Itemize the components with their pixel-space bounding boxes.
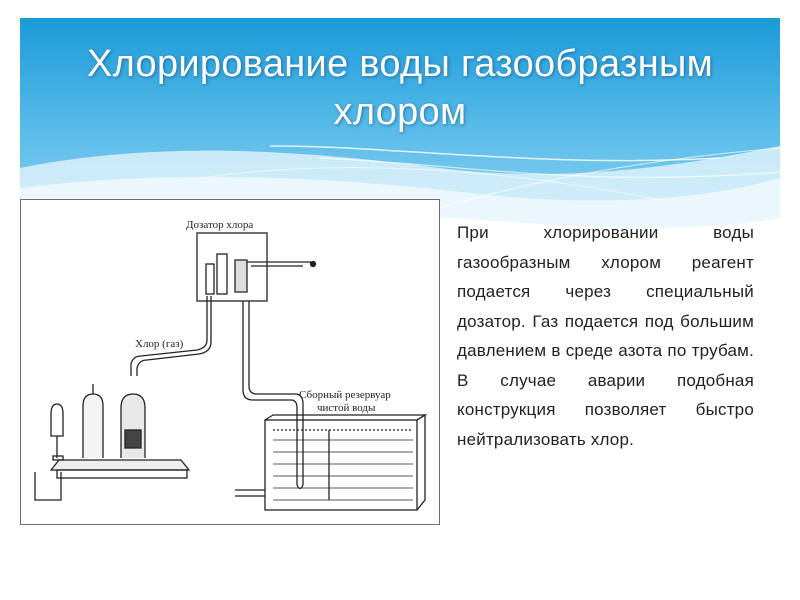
body-paragraph: При хлорировании воды газообразным хлоро… [457,223,754,449]
dosator-flask-small [205,263,215,295]
chlorination-diagram: Дозатор хлора Хлор (газ) Сборный резерву… [20,199,440,525]
dosator-box [196,232,268,302]
slide-title-line1: Хлорирование воды газообразным [86,43,714,85]
reservoir-label-line2: чистой воды [317,402,376,414]
reservoir-label-line1: Сборный резервуар [299,389,391,401]
dosator-label: Дозатор хлора [186,219,253,231]
equipment-base [49,459,191,471]
slide-title: Хлорирование воды газообразным хлором [20,40,780,136]
reservoir [264,419,418,511]
diagram-drawing: Дозатор хлора Хлор (газ) Сборный резерву… [34,219,428,511]
chlorine-gas-label: Хлор (газ) [135,338,184,350]
slide: Хлорирование воды газообразным хлором [20,18,780,583]
slide-title-line2: хлором [333,91,467,133]
